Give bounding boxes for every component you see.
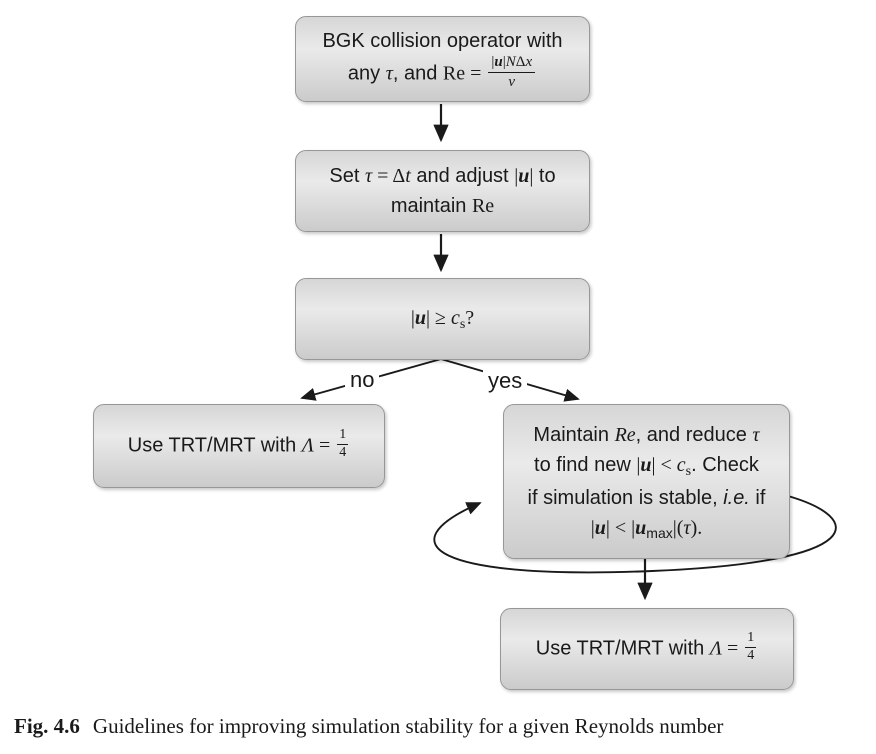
math-equals: = xyxy=(313,434,336,457)
node-set-tau: Set τ = Δt and adjust |u| to maintain Re xyxy=(295,150,590,232)
pipe: | xyxy=(636,453,641,476)
node-maintain-line2: to find new |u| < cs. Check xyxy=(534,450,759,483)
math-tau: τ xyxy=(752,423,760,446)
text: , and xyxy=(392,62,443,85)
text: Maintain xyxy=(533,423,615,446)
loop-arrow-maintain xyxy=(433,495,837,574)
math-equals: = xyxy=(465,62,487,85)
math-tau: τ xyxy=(364,165,373,187)
text: maintain xyxy=(390,195,472,217)
math-delta: Δ xyxy=(392,165,406,187)
pipe: | xyxy=(425,306,430,329)
math-u: u xyxy=(594,516,606,539)
fraction-numerator: 1 xyxy=(337,427,349,445)
math-delta: Δ xyxy=(515,53,526,70)
text: if simulation is stable, xyxy=(527,486,724,509)
question-mark: ? xyxy=(465,306,475,329)
abbrev-ie: i.e. xyxy=(723,486,750,509)
math-nu: ν xyxy=(508,73,516,90)
math-lambda: Λ xyxy=(709,637,722,660)
figure-caption-text: Guidelines for improving simulation stab… xyxy=(92,714,724,738)
fraction-numerator: |u|NΔx xyxy=(488,53,536,73)
pipe: | xyxy=(410,306,415,329)
math-u: u xyxy=(414,306,426,329)
math-less-than: < xyxy=(609,516,632,539)
math-tau: τ xyxy=(385,62,393,85)
math-x: x xyxy=(525,53,533,70)
text: yes xyxy=(488,368,523,393)
node-maintain-line3: if simulation is stable, i.e. if xyxy=(528,483,766,513)
pipe: | xyxy=(514,165,519,187)
text: to find new xyxy=(534,453,637,476)
text: Use TRT/MRT with xyxy=(535,637,710,660)
branch-label-no: no xyxy=(345,367,380,392)
node-maintain-re: Maintain Re, and reduce τ to find new |u… xyxy=(503,404,790,559)
pipe: | xyxy=(605,516,610,539)
math-equals: = xyxy=(372,165,393,187)
text: BGK collision operator with xyxy=(322,29,563,52)
fraction-numerator: 1 xyxy=(745,630,757,648)
node-maintain-line4: |u| < |umax|(τ). xyxy=(591,513,703,544)
pipe: | xyxy=(491,53,495,70)
node-set-tau-line1: Set τ = Δt and adjust |u| to xyxy=(329,161,555,191)
node-bgk-start: BGK collision operator with any τ, and R… xyxy=(295,16,590,102)
text: , and reduce xyxy=(635,423,753,446)
math-t: t xyxy=(405,165,411,187)
pipe: | xyxy=(590,516,595,539)
math-c: c xyxy=(676,453,686,476)
math-u: u xyxy=(640,453,652,476)
math-c: c xyxy=(450,306,460,329)
figure-caption-label: Fig. 4.6 xyxy=(14,714,80,738)
math-tau: τ xyxy=(683,516,691,539)
math-Re: Re xyxy=(614,423,636,446)
math-equals: = xyxy=(721,637,744,660)
text: Use TRT/MRT with xyxy=(127,434,302,457)
node-maintain-line1: Maintain Re, and reduce τ xyxy=(533,420,759,450)
text: no xyxy=(350,367,375,392)
fraction-denominator: ν xyxy=(508,73,515,91)
math-geq: ≥ xyxy=(429,306,451,329)
text: if xyxy=(749,486,766,509)
pipe: | xyxy=(502,53,506,70)
math-less-than: < xyxy=(655,453,677,476)
math-lambda: Λ xyxy=(301,434,314,457)
close-paren: ). xyxy=(690,516,703,539)
node-decision-line: |u| ≥ cs? xyxy=(411,303,474,336)
figure-caption: Fig. 4.6 Guidelines for improving simulat… xyxy=(14,712,862,740)
node-bgk-line1: BGK collision operator with xyxy=(322,26,562,56)
math-c-subscript: s xyxy=(685,463,692,479)
math-Re: Re xyxy=(471,195,495,217)
math-u: u xyxy=(518,165,530,187)
branch-label-yes: yes xyxy=(483,368,528,393)
text: any xyxy=(347,62,386,85)
text: to xyxy=(533,165,556,187)
text: and adjust xyxy=(410,165,515,187)
node-set-tau-line2: maintain Re xyxy=(391,191,494,221)
max-subscript: max xyxy=(646,524,673,541)
text: Set xyxy=(329,165,365,187)
text: . Check xyxy=(691,453,759,476)
math-u: u xyxy=(494,53,503,70)
math-N: N xyxy=(505,53,516,70)
fraction-denominator: 4 xyxy=(339,444,347,460)
node-decision-speed: |u| ≥ cs? xyxy=(295,278,590,360)
pipe: | xyxy=(631,516,636,539)
math-Re: Re xyxy=(442,62,466,85)
pipe: | xyxy=(651,453,656,476)
pipe: | xyxy=(529,165,534,187)
math-u-max: u xyxy=(635,516,647,539)
fraction-denominator: 4 xyxy=(747,647,755,663)
pipe-paren: |( xyxy=(672,516,684,539)
math-c-subscript: s xyxy=(459,316,466,332)
